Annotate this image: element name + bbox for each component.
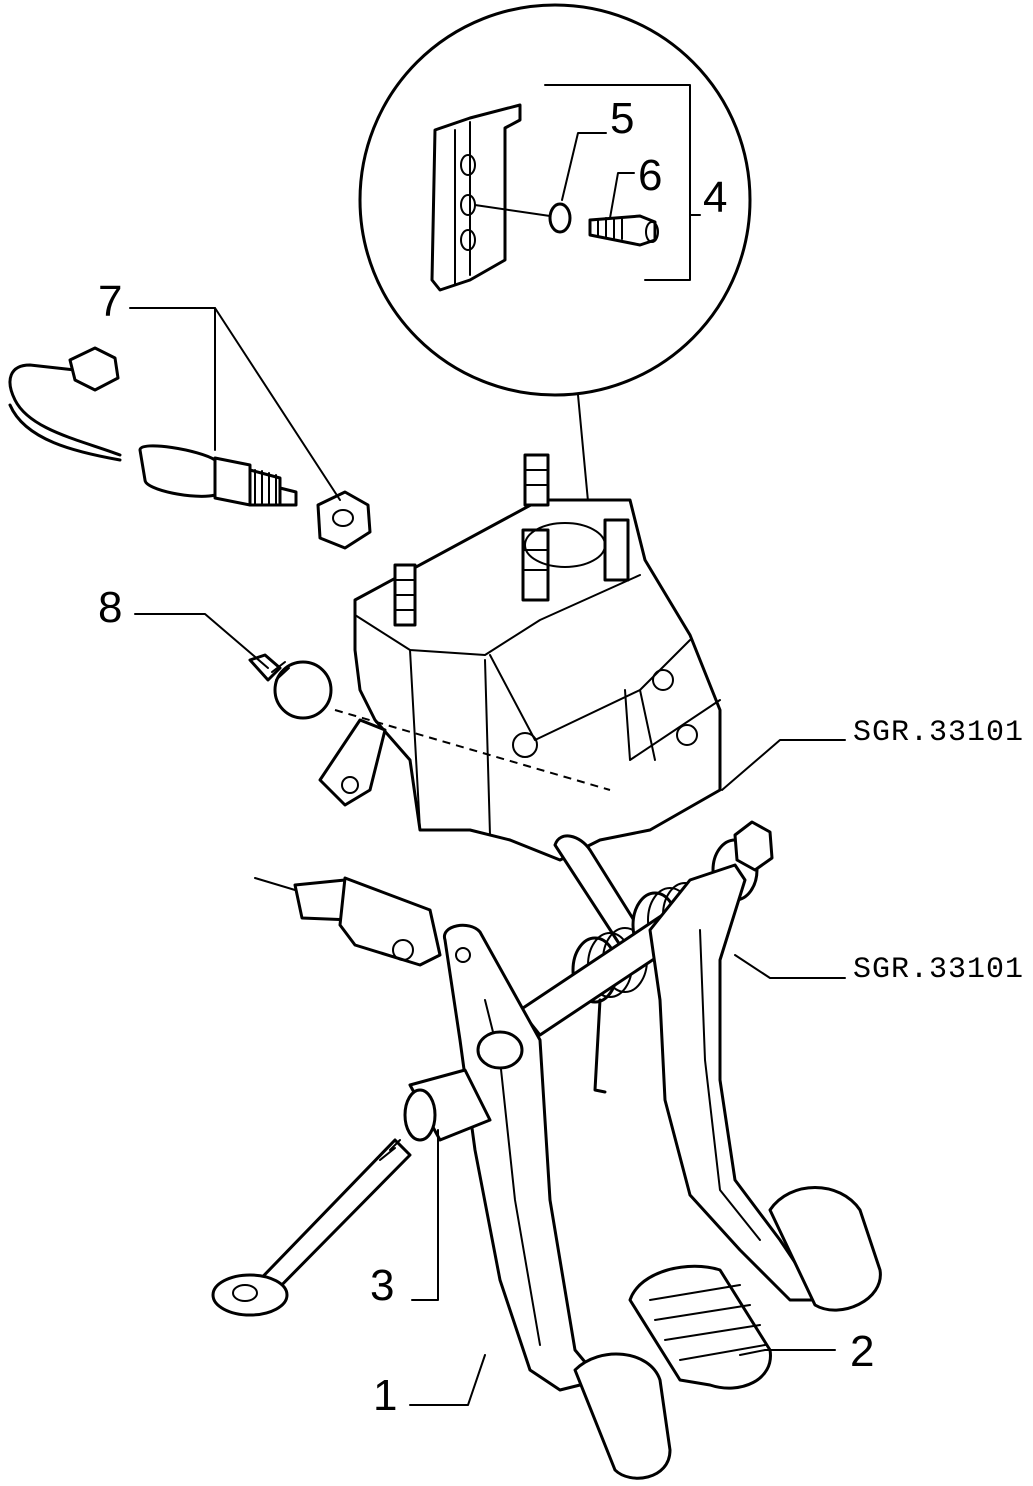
hex-nut [316,490,372,550]
clutch-pedal [443,923,672,1480]
callout-7: 7 [98,277,122,326]
pivot-nut [733,820,774,872]
bulb [248,653,333,720]
bush [403,1068,492,1142]
callout-1: 1 [373,1371,397,1420]
callout-2: 2 [850,1327,874,1376]
pedal-support-bracket [318,453,722,862]
pivot-pin [211,1138,412,1317]
callout-3: 3 [370,1261,394,1310]
reference-code-pedal: SGR.33101 [853,953,1024,987]
callout-5: 5 [610,94,634,143]
callout-8: 8 [98,583,122,632]
detail-magnifier [358,3,752,835]
callout-6: 6 [638,151,662,200]
reference-code-bracket: SGR.33101 [853,716,1024,750]
leader-lines [129,84,846,1406]
brake-pedal [648,863,882,1312]
stop-light-switch [8,346,298,507]
callout-4: 4 [703,173,727,222]
cable-clevis [254,876,442,967]
